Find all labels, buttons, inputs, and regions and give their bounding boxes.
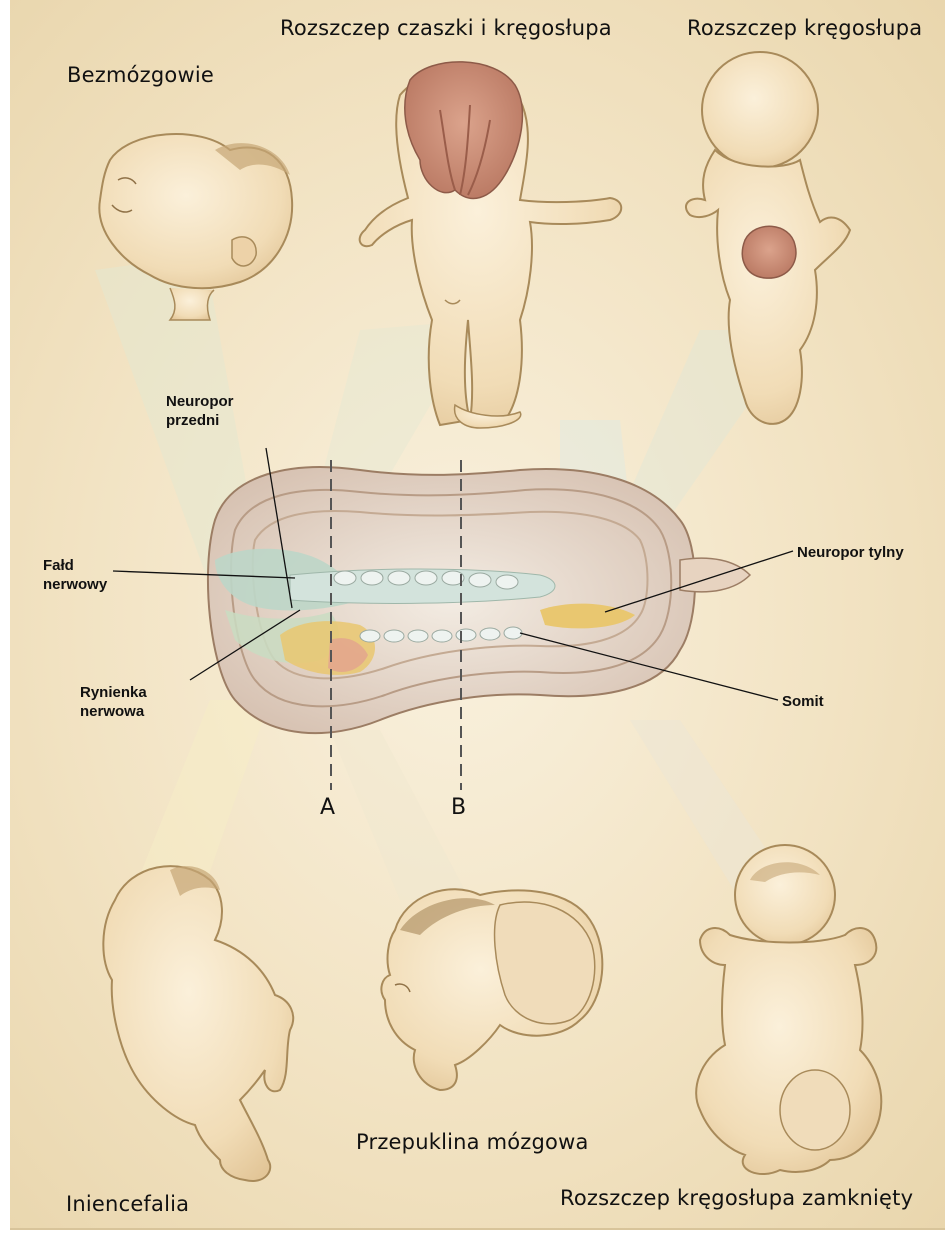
section-label-b: B: [451, 795, 466, 820]
iniencephaly-figure: [103, 866, 293, 1181]
label-somit: Somit: [782, 692, 824, 711]
embryo-figure: [208, 467, 750, 733]
label-spina-bifida: Rozszczep kręgosłupa: [687, 16, 922, 40]
label-anencephaly: Bezmózgowie: [67, 63, 214, 87]
section-label-a: A: [320, 795, 335, 820]
label-posterior-neuropore: Neuropor tylny: [797, 543, 904, 562]
closed-spina-bifida-figure: [696, 845, 881, 1174]
label-iniencephaly: Iniencefalia: [66, 1192, 189, 1216]
label-craniorachischisis: Rozszczep czaszki i kręgosłupa: [280, 16, 612, 40]
label-neural-fold: Fałd nerwowy: [43, 556, 107, 594]
label-encephalocele: Przepuklina mózgowa: [356, 1130, 589, 1154]
label-anterior-neuropore: Neuropor przedni: [166, 392, 234, 430]
label-neural-groove: Rynienka nerwowa: [80, 683, 147, 721]
label-closed-spina-bifida: Rozszczep kręgosłupa zamknięty: [560, 1186, 913, 1210]
encephalocele-figure: [381, 889, 602, 1090]
